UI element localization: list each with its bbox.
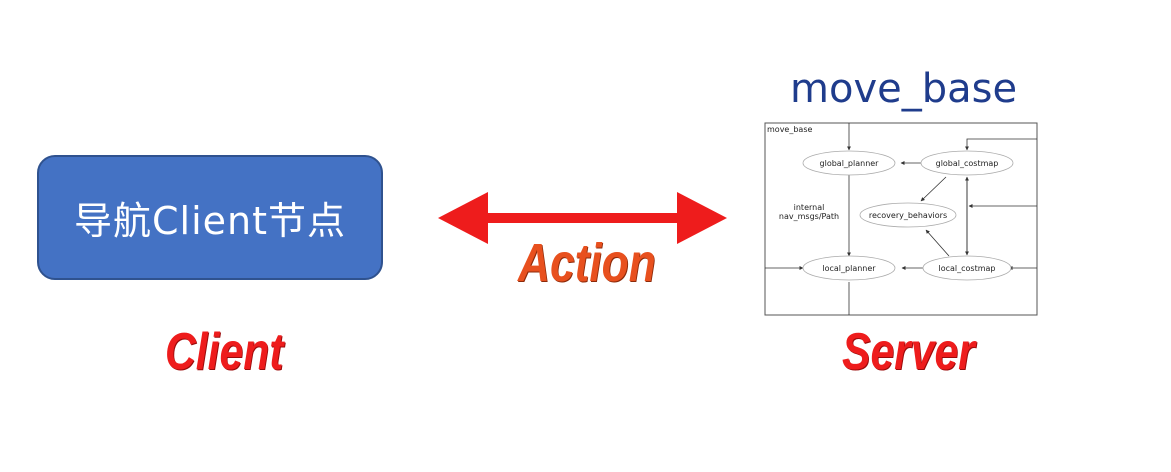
node-recovery-behaviors-label: recovery_behaviors — [869, 211, 947, 220]
node-global-planner-label: global_planner — [820, 159, 880, 168]
server-label: Server — [842, 323, 975, 381]
node-local-costmap-label: local_costmap — [938, 264, 995, 273]
bidirectional-arrow — [438, 192, 727, 244]
client-node-label: 导航Client节点 — [73, 199, 346, 243]
edge-local-costmap-to-recovery — [925, 229, 950, 257]
server-title: move_base — [790, 66, 1018, 112]
arrow-right-head — [677, 192, 727, 244]
node-global-planner — [802, 150, 896, 176]
arrow-shaft — [485, 213, 680, 223]
edge-label-line1: internal — [794, 203, 825, 212]
diagram-frame-label: move_base — [767, 125, 812, 134]
node-local-planner-label: local_planner — [822, 264, 876, 273]
action-label: Action — [518, 233, 656, 293]
node-global-costmap-label: global_costmap — [936, 159, 999, 168]
node-recovery-behaviors — [859, 202, 957, 228]
node-local-costmap — [922, 255, 1012, 281]
edge-global-costmap-to-recovery — [920, 176, 947, 202]
node-global-costmap — [920, 150, 1014, 176]
client-label: Client — [165, 323, 284, 381]
edge-label-line2: nav_msgs/Path — [779, 212, 839, 221]
arrow-left-head — [438, 192, 488, 244]
edge-right-to-global-costmap — [965, 138, 1037, 151]
client-node-box: 导航Client节点 — [37, 155, 383, 280]
node-local-planner — [802, 255, 896, 281]
move-base-diagram: move_base global_planner global_costmap … — [764, 122, 1038, 316]
